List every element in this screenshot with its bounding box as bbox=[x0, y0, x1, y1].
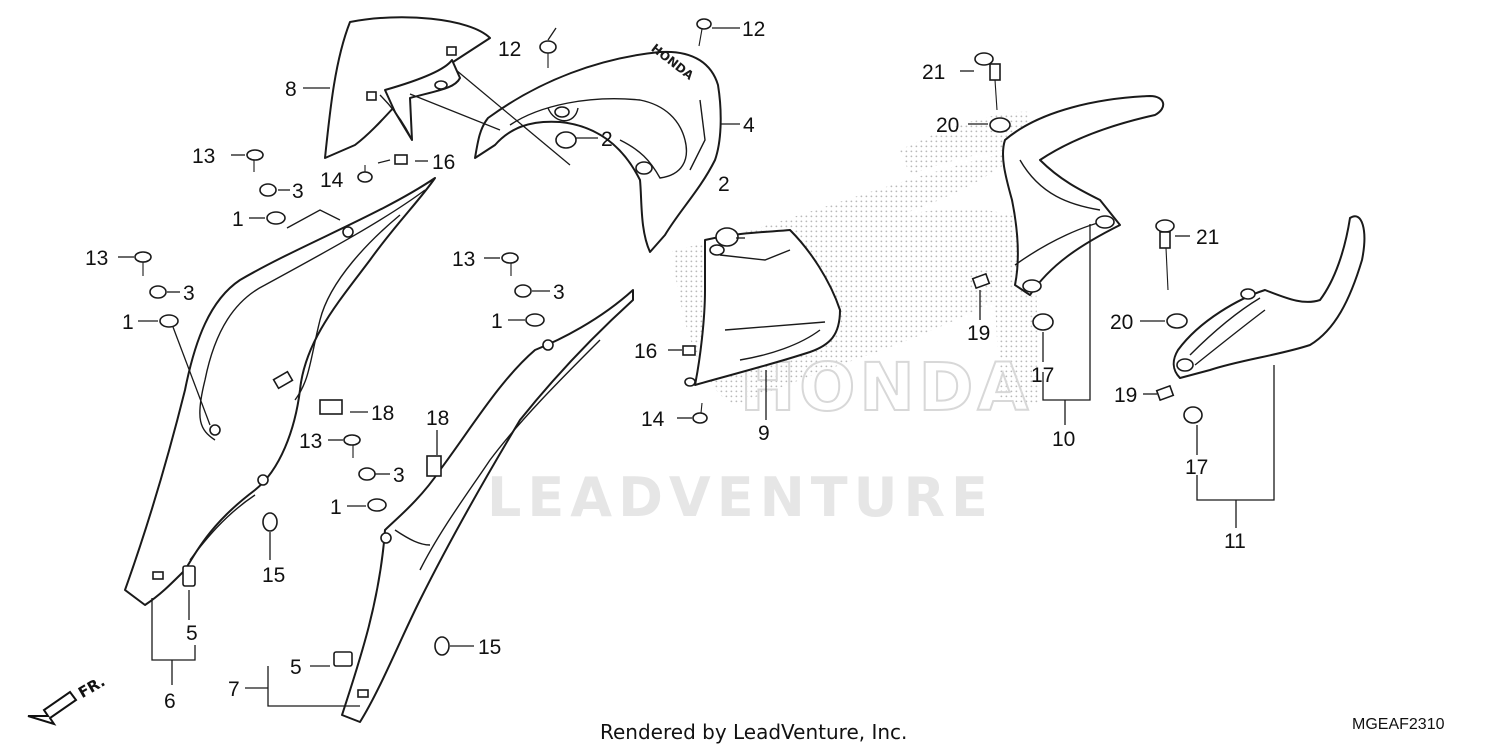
callout-3-a: 3 bbox=[292, 180, 304, 203]
part-4-rear-cover: HONDA bbox=[474, 41, 722, 253]
callout-16-b: 16 bbox=[634, 340, 657, 363]
diagram-code: MGEAF2310 bbox=[1352, 716, 1445, 733]
callout-1-d: 1 bbox=[330, 496, 342, 519]
callout-18-b: 18 bbox=[426, 407, 449, 430]
screw-12-a bbox=[539, 40, 557, 68]
part-11-grab-rail-right bbox=[1172, 215, 1366, 379]
leader-lines bbox=[118, 27, 1275, 707]
screw-13-b bbox=[134, 251, 152, 276]
callout-14-b: 14 bbox=[641, 408, 665, 431]
front-arrow-icon bbox=[27, 690, 78, 726]
callout-5-a: 5 bbox=[186, 622, 198, 645]
callout-16-a: 16 bbox=[432, 151, 455, 174]
hardware-set bbox=[134, 18, 1203, 667]
front-direction-label: FR. bbox=[75, 672, 108, 701]
front-direction-indicator: FR. bbox=[27, 672, 108, 726]
callout-numbers: 8 12 12 4 2 2 13 3 1 14 16 13 3 1 13 3 1… bbox=[85, 18, 1246, 713]
callout-20-b: 20 bbox=[1110, 311, 1133, 334]
screw-13-d bbox=[343, 434, 361, 458]
callout-1-a: 1 bbox=[232, 208, 244, 231]
callout-20-a: 20 bbox=[936, 114, 959, 137]
callout-19-a: 19 bbox=[967, 322, 990, 345]
callout-14-a: 14 bbox=[320, 169, 344, 192]
callout-3-d: 3 bbox=[393, 464, 405, 487]
callout-18-a: 18 bbox=[371, 402, 394, 425]
screw-14-a bbox=[357, 165, 373, 183]
callout-6: 6 bbox=[164, 690, 176, 713]
callout-10: 10 bbox=[1052, 428, 1075, 451]
callout-4: 4 bbox=[743, 114, 755, 137]
callout-3-b: 3 bbox=[183, 282, 195, 305]
screw-13-a bbox=[246, 149, 264, 172]
part-6-left-side-cover bbox=[124, 177, 436, 606]
callout-8: 8 bbox=[285, 78, 297, 101]
part-9-inner-panel bbox=[684, 229, 841, 387]
callout-3-c: 3 bbox=[553, 281, 565, 304]
callout-15-b: 15 bbox=[478, 636, 501, 659]
part-7-right-side-cover bbox=[341, 289, 634, 723]
callout-12-a: 12 bbox=[498, 38, 521, 61]
callout-11: 11 bbox=[1224, 530, 1246, 553]
callout-5-b: 5 bbox=[290, 656, 302, 679]
screw-12-b bbox=[696, 18, 712, 47]
emblem-wordmark: HONDA bbox=[740, 349, 1032, 426]
screw-14-b bbox=[692, 402, 708, 424]
callout-21-b: 21 bbox=[1196, 226, 1219, 249]
part-8-seat-cowl bbox=[324, 16, 491, 159]
callout-17-b: 17 bbox=[1185, 456, 1208, 479]
screw-13-c bbox=[501, 252, 519, 276]
callout-13-b: 13 bbox=[85, 247, 108, 270]
part-10-grab-rail-left bbox=[1002, 95, 1165, 296]
callout-13-c: 13 bbox=[452, 248, 475, 271]
footer-credit: Rendered by LeadVenture, Inc. bbox=[600, 720, 907, 744]
callout-2-b: 2 bbox=[718, 173, 730, 196]
callout-19-b: 19 bbox=[1114, 384, 1137, 407]
watermark: LEADVENTURE bbox=[487, 466, 994, 529]
callout-1-b: 1 bbox=[122, 311, 134, 334]
callout-2-a: 2 bbox=[601, 128, 613, 151]
callout-9: 9 bbox=[758, 422, 770, 445]
callout-17-a: 17 bbox=[1031, 364, 1054, 387]
bolt-21-a bbox=[974, 52, 1001, 111]
callout-7: 7 bbox=[228, 678, 240, 701]
callout-13-d: 13 bbox=[299, 430, 322, 453]
callout-13-a: 13 bbox=[192, 145, 215, 168]
callout-1-c: 1 bbox=[491, 310, 503, 333]
callout-12-b: 12 bbox=[742, 18, 765, 41]
bolt-21-b bbox=[1155, 219, 1175, 291]
callout-15-a: 15 bbox=[262, 564, 285, 587]
callout-21-a: 21 bbox=[922, 61, 945, 84]
